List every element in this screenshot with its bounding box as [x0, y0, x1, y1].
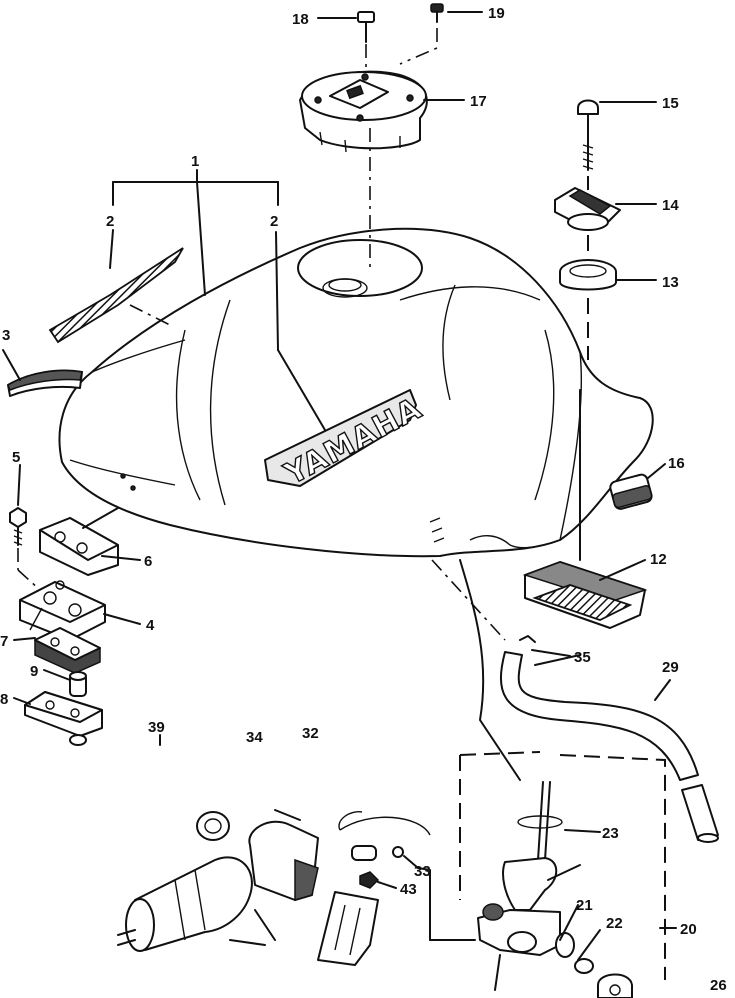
- callout-23: 23: [602, 825, 619, 842]
- callout-2-left: 2: [106, 213, 114, 230]
- damper-plate-7: [34, 627, 101, 674]
- collar-9: [69, 671, 87, 697]
- knee-pad-rubber: [7, 369, 83, 397]
- damper-16: [609, 473, 653, 510]
- cap-bolt-18: [357, 11, 375, 43]
- callout-4: 4: [146, 617, 155, 634]
- tank-stripe-decal-left: [48, 247, 184, 344]
- callout-21: 21: [576, 897, 593, 914]
- callout-18: 18: [292, 11, 309, 28]
- callout-19: 19: [488, 5, 505, 22]
- callout-14: 14: [662, 197, 679, 214]
- callout-35: 35: [574, 649, 591, 666]
- bolt-15: [577, 99, 599, 171]
- bolt-43: [359, 871, 397, 889]
- o-ring-22: [574, 958, 594, 974]
- callout-22: 22: [606, 915, 623, 932]
- callout-17: 17: [470, 93, 487, 110]
- collar-13: [559, 259, 617, 291]
- filter-26: [597, 973, 633, 998]
- callout-29: 29: [662, 659, 679, 676]
- callout-8: 8: [0, 691, 8, 708]
- clip-hose-loop: [338, 811, 431, 861]
- callout-5: 5: [12, 449, 20, 466]
- callout-7: 7: [0, 633, 8, 650]
- callout-labels: 1 2 2 3 4 5 6 7 8 9 12 13 14 15 16 17 18…: [0, 5, 727, 994]
- callout-16: 16: [668, 455, 685, 472]
- fuel-cap: [299, 70, 428, 153]
- callout-33: 33: [414, 863, 431, 880]
- fuel-cock-dashed-box: [459, 751, 666, 980]
- fuel-tank: [58, 227, 654, 558]
- bolt-5: [9, 507, 27, 546]
- callout-1: 1: [191, 153, 199, 170]
- fuel-pump-holder: [196, 809, 319, 902]
- callout-43: 43: [400, 881, 417, 898]
- damper-plate-6: [39, 517, 119, 576]
- callout-9: 9: [30, 663, 38, 680]
- fuel-cock-20: [477, 781, 563, 991]
- callout-3: 3: [2, 327, 10, 344]
- callout-6: 6: [144, 553, 152, 570]
- callout-20: 20: [680, 921, 697, 938]
- callout-26: 26: [710, 977, 727, 994]
- decal-callout-bracket: [2, 169, 326, 431]
- clip-33: [392, 846, 419, 869]
- callout-13: 13: [662, 274, 679, 291]
- fuel-filter-cylinder: [117, 856, 253, 952]
- bracket-4: [19, 580, 106, 641]
- callout-15: 15: [662, 95, 679, 112]
- stay-bracket: [317, 891, 379, 966]
- gasket-21: [555, 932, 575, 958]
- plate-8: [24, 691, 103, 737]
- washer-14: [554, 187, 621, 231]
- callout-39: 39: [148, 719, 165, 736]
- fuel-hose-29: [499, 651, 719, 843]
- leader-lines: [13, 11, 677, 929]
- callout-32: 32: [302, 725, 319, 742]
- rear-bracket-12: [522, 561, 648, 629]
- callout-12: 12: [650, 551, 667, 568]
- callout-34: 34: [246, 729, 263, 746]
- cap-screw-19: [430, 3, 444, 23]
- callout-2-right: 2: [270, 213, 278, 230]
